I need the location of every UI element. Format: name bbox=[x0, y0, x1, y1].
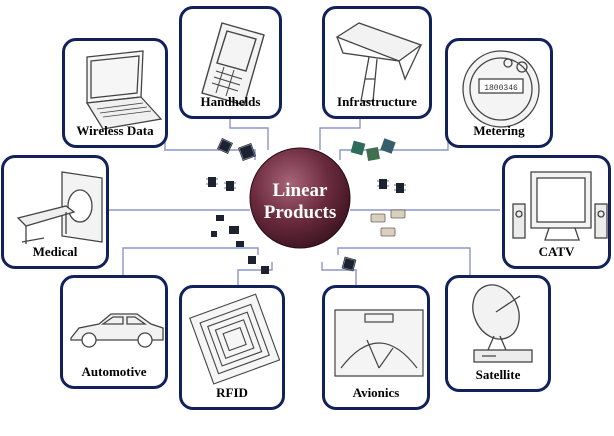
hub-title-line2: Products bbox=[263, 202, 337, 223]
tile-label-avionics: Avionics bbox=[352, 385, 400, 400]
television-icon bbox=[512, 171, 608, 241]
car-icon bbox=[70, 313, 164, 348]
tile-wireless-data: Wireless Data bbox=[62, 38, 168, 148]
chip-sot-4 bbox=[394, 183, 406, 193]
chip-ceramic-2 bbox=[390, 209, 406, 219]
laptop-icon bbox=[85, 50, 163, 130]
chip-sot-6 bbox=[261, 266, 269, 274]
chip-sot-3 bbox=[377, 179, 389, 189]
connector-infrastructure bbox=[319, 118, 361, 150]
tile-label-satellite: Satellite bbox=[475, 367, 521, 382]
chip-sot-5 bbox=[248, 256, 256, 264]
tile-label-metering: Metering bbox=[473, 123, 525, 138]
tile-label-rfid: RFID bbox=[216, 385, 248, 400]
tile-automotive: Automotive bbox=[60, 275, 168, 389]
satellite-dish-icon bbox=[472, 284, 533, 363]
chip-ceramic-3 bbox=[380, 227, 396, 237]
tile-label-infrastructure: Infrastructure bbox=[337, 94, 417, 109]
chip-sot-2 bbox=[224, 181, 236, 191]
tile-rfid: RFID bbox=[179, 285, 285, 410]
tile-satellite: Satellite bbox=[445, 275, 551, 392]
chip-sot-1 bbox=[206, 177, 218, 187]
tile-avionics: Avionics bbox=[322, 285, 430, 410]
chip-qfn-2 bbox=[238, 143, 256, 161]
connector-rfid bbox=[237, 262, 273, 285]
rfid-tag-icon bbox=[189, 293, 281, 385]
connector-avionics bbox=[321, 262, 357, 285]
cell-tower-icon bbox=[335, 22, 423, 102]
connector-automotive bbox=[122, 247, 259, 276]
tile-label-medical: Medical bbox=[32, 244, 78, 259]
tile-label-handhelds: Handhelds bbox=[200, 94, 261, 109]
tile-label-catv: CATV bbox=[538, 244, 575, 259]
mri-scanner-icon bbox=[16, 171, 103, 244]
connector-handhelds bbox=[229, 118, 269, 150]
tile-medical: Medical bbox=[1, 155, 109, 269]
chip-small-3 bbox=[211, 231, 217, 237]
chip-green-2 bbox=[366, 147, 380, 161]
hub-title-line1: Linear bbox=[272, 180, 328, 201]
chip-green-1 bbox=[350, 140, 366, 156]
chip-small-2 bbox=[229, 226, 239, 234]
tile-handhelds: Handhelds bbox=[179, 6, 282, 119]
tile-metering: 1800346 Metering bbox=[445, 38, 553, 148]
tile-catv: CATV bbox=[502, 155, 611, 269]
chip-small-4 bbox=[236, 241, 244, 247]
hub-title: Linear Products bbox=[240, 180, 360, 224]
chip-ceramic-1 bbox=[370, 213, 386, 223]
chip-small-1 bbox=[216, 215, 224, 221]
tile-label-automotive: Automotive bbox=[81, 364, 147, 379]
chip-green-3 bbox=[380, 138, 396, 154]
meter-readout: 1800346 bbox=[484, 84, 518, 93]
chip-packages bbox=[206, 138, 406, 274]
chip-qfn-3 bbox=[341, 256, 357, 272]
utility-meter-icon: 1800346 bbox=[462, 50, 540, 128]
connector-satellite bbox=[337, 247, 471, 276]
cockpit-gauge-icon bbox=[334, 309, 424, 377]
tile-infrastructure: Infrastructure bbox=[322, 6, 432, 119]
tile-label-wireless-data: Wireless Data bbox=[76, 123, 154, 138]
smartphone-icon bbox=[201, 22, 265, 106]
hub-circle bbox=[249, 147, 351, 249]
chip-qfn-1 bbox=[217, 138, 233, 154]
